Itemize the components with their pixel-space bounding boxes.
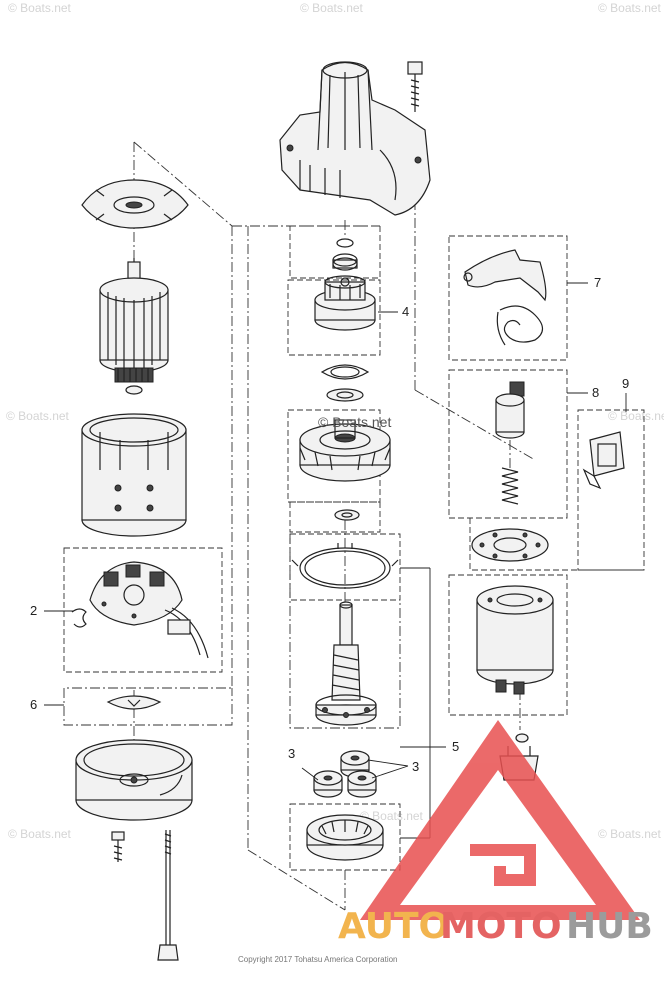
through-bolt-top — [407, 61, 423, 112]
plunger-spring — [501, 467, 519, 505]
watermark-text: © Boats.net — [300, 1, 364, 15]
planetary-gears — [313, 750, 377, 798]
copyright-footer: Copyright 2017 Tohatsu America Corporati… — [238, 955, 398, 964]
group-9-box — [577, 409, 645, 571]
callout-8: 8 — [592, 385, 599, 400]
cover-block — [582, 431, 625, 490]
watermark-text: © Boats.net — [608, 409, 664, 423]
watermark-tiles: © Boats.net © Boats.net © Boats.net © Bo… — [6, 1, 664, 841]
nut-small — [515, 733, 529, 743]
end-plate-disc — [81, 179, 189, 229]
group-7-box — [448, 235, 568, 361]
stop-ring — [320, 364, 370, 380]
front-bracket-housing — [279, 61, 431, 216]
callout-9: 9 — [622, 376, 629, 391]
callout-3-left: 3 — [288, 746, 295, 761]
callout-2: 2 — [30, 603, 37, 618]
watermark-text: © Boats.net — [360, 809, 424, 823]
logo-text-hub: HUB — [566, 906, 653, 947]
washer-small-middle — [334, 509, 360, 521]
group-solenoid-box — [448, 574, 568, 716]
screw-small — [111, 831, 125, 862]
washer-small-upper — [326, 388, 364, 402]
large-retaining-ring — [291, 543, 399, 589]
group-8-box — [448, 369, 568, 519]
plunger — [495, 381, 525, 439]
planet-gear — [340, 750, 370, 778]
automotohub-logo: AUTO MOTO HUB — [338, 720, 653, 947]
yoke-field-frame — [81, 413, 187, 537]
through-bolt-long — [157, 830, 179, 961]
armature — [99, 258, 169, 395]
planet-gear — [347, 770, 377, 798]
watermark-center: © Boats.net — [318, 414, 391, 430]
leader-lines — [44, 282, 627, 839]
brush-holder-assembly — [89, 561, 209, 659]
watermark-text: © Boats.net — [6, 409, 70, 423]
watermark-text: © Boats.net — [8, 827, 72, 841]
logo-triangle — [360, 720, 640, 920]
internal-ring-gear — [306, 814, 384, 861]
logo-text-auto: AUTO — [338, 906, 449, 947]
shift-lever — [463, 249, 547, 302]
callout-4: 4 — [402, 304, 409, 319]
solenoid-body — [476, 585, 554, 695]
group-6-frame — [63, 226, 233, 726]
clutch-gear-housing — [299, 419, 391, 482]
group-2-box — [63, 547, 223, 673]
gear-shaft — [315, 601, 377, 726]
planet-gear — [313, 770, 343, 798]
group-washer-box — [289, 501, 381, 533]
callout-5: 5 — [452, 739, 459, 754]
brush-spring — [71, 608, 87, 628]
plate-washer — [106, 695, 162, 710]
snap-ring-and-collar — [332, 238, 358, 271]
rear-cover — [75, 739, 193, 821]
group-9-link — [469, 518, 644, 571]
callout-7: 7 — [594, 275, 601, 290]
watermark-text: © Boats.net — [598, 827, 662, 841]
pinion-gear — [314, 275, 376, 331]
logo-text-moto: MOTO — [440, 906, 562, 947]
callout-6: 6 — [30, 697, 37, 712]
watermark-text: © Boats.net — [598, 1, 662, 15]
lever-spring — [496, 305, 544, 346]
watermark-text: © Boats.net — [8, 1, 72, 15]
group-collar-box — [289, 225, 381, 279]
group-5-frame — [289, 534, 401, 729]
group-4-box — [287, 279, 381, 356]
callout-labels: 2 3 3 4 5 6 7 8 9 — [30, 275, 629, 774]
solenoid-gasket — [471, 528, 549, 562]
callout-3-right: 3 — [412, 759, 419, 774]
